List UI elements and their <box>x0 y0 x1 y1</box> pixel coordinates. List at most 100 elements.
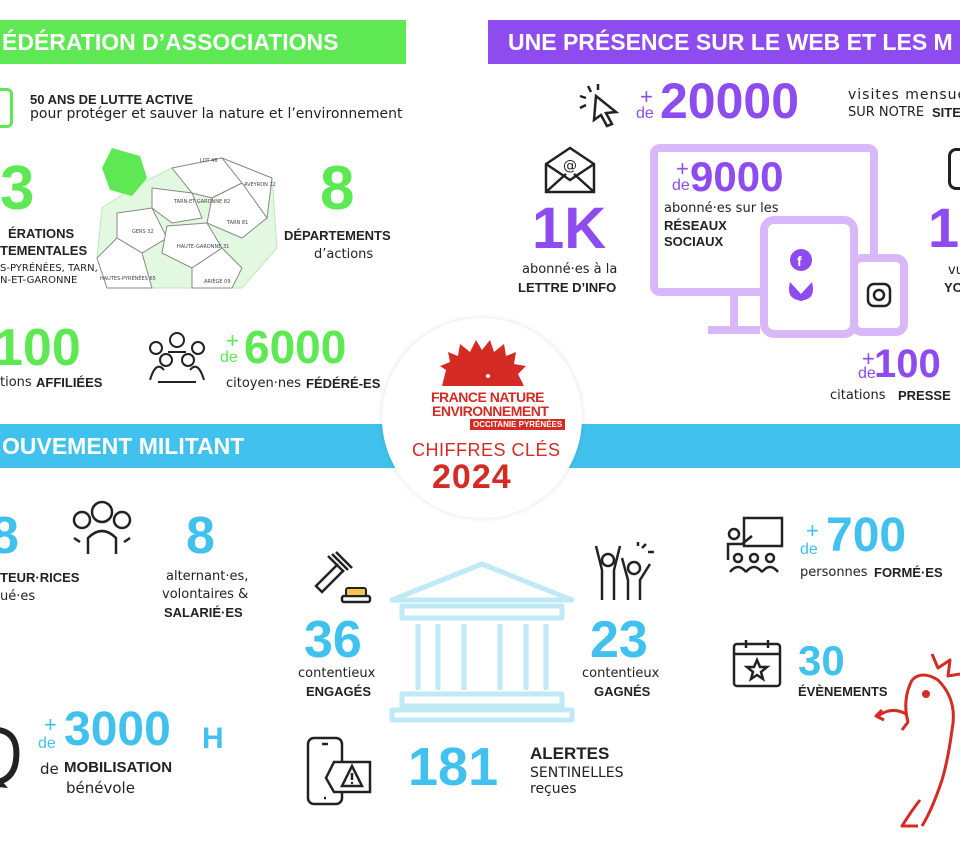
volunteer-unit: H <box>202 722 224 755</box>
visits-label-1: visites mensue <box>848 87 960 103</box>
hedgehog-logo-icon <box>440 340 526 386</box>
visits-label-3: SITE <box>932 105 960 120</box>
citizens-de: de <box>220 349 238 366</box>
alternants-label-3: SALARIÉ·ES <box>164 605 243 620</box>
alerts-label-1: ALERTES <box>530 744 610 763</box>
alternants-number: 8 <box>186 507 215 565</box>
map-label-lot: LOT 46 <box>200 158 218 164</box>
departments-label-1: DÉPARTEMENTS <box>284 228 391 243</box>
press-label-2: PRESSE <box>898 388 951 403</box>
celebration-icon <box>594 542 654 600</box>
disputes-won-label-2: GAGNÉS <box>594 684 651 699</box>
map-label-haute-garonne: HAUTE-GARONNE 31 <box>177 244 229 250</box>
occitanie-map: LOT 46 AVEYRON 12 TARN-ET-GARONNE 82 TAR… <box>96 148 278 289</box>
disputes-engaged-number: 36 <box>304 611 362 669</box>
logo-line-2: ENVIRONNEMENT <box>432 403 549 419</box>
training-icon <box>726 516 784 573</box>
devices-illustration: f <box>650 144 908 338</box>
years-text: pour protéger et sauver la nature et l’e… <box>30 106 403 122</box>
map-france-icon <box>102 148 147 196</box>
youtube-icon <box>948 148 960 190</box>
federations-label-4: N-ET-GARONNE <box>0 275 78 286</box>
citizens-number: 6000 <box>244 321 347 373</box>
banner-web-title: UNE PRÉSENCE SUR LE WEB ET LES M <box>508 29 953 55</box>
events-number: 30 <box>798 637 845 684</box>
bluesky-icon <box>789 282 813 301</box>
map-label-ariege: ARIÈGE 09 <box>204 277 231 285</box>
events-label: ÉVÈNEMENTS <box>798 684 888 699</box>
visits-number: 20000 <box>660 73 800 129</box>
federations-number: 3 <box>0 154 35 223</box>
visits-de: de <box>636 105 654 122</box>
citizens-label-2: FÉDÉRÉ-ES <box>306 376 381 391</box>
press-label-1: citations <box>830 388 886 403</box>
social-label-2: RÉSEAUX <box>664 218 727 233</box>
volunteer-de: de <box>38 735 56 752</box>
alerts-label-2: SENTINELLES <box>530 765 624 781</box>
citizens-plus: + <box>226 328 239 353</box>
svg-text:f: f <box>797 253 802 269</box>
years-bar-icon <box>0 88 13 128</box>
key-figures-label: CHIFFRES CLÉS <box>412 440 561 460</box>
social-number: 9000 <box>690 153 784 200</box>
cursor-click-icon <box>579 84 620 128</box>
map-label-hautes-pyrenees: HAUTES-PYRÉNÉES 65 <box>100 274 156 282</box>
disputes-won-number: 23 <box>590 611 648 669</box>
federations-label-3: S-PYRÉNÉES, TARN, <box>0 263 98 274</box>
disputes-engaged-label-1: contentieux <box>298 666 376 681</box>
banner-federation <box>0 20 406 64</box>
map-label-aveyron: AVEYRON 12 <box>244 182 276 188</box>
alerts-number: 181 <box>408 737 499 797</box>
youtube-label-2: YO <box>944 280 960 295</box>
disputes-won-label-1: contentieux <box>582 666 660 681</box>
logo-line-1: FRANCE NATURE <box>431 389 545 405</box>
citizens-group-icon <box>149 332 205 383</box>
map-label-tarn: TARN 81 <box>226 220 248 226</box>
years-title: 50 ANS DE LUTTE ACTIVE <box>30 92 194 107</box>
associations-number: 100 <box>0 319 81 377</box>
staff-number: 8 <box>0 507 19 565</box>
press-number: 100 <box>874 342 941 386</box>
volunteer-label-2: MOBILISATION <box>64 759 173 776</box>
newsletter-label-1: abonné·es à la <box>522 262 618 277</box>
clock-arrow-icon <box>0 727 20 788</box>
social-plus: + <box>676 156 689 181</box>
press-plus: + <box>862 346 875 371</box>
volunteer-label-1: de <box>40 760 59 778</box>
newsletter-label-2: LETTRE D’INFO <box>518 280 617 295</box>
press-de: de <box>858 365 876 382</box>
courthouse-icon <box>389 561 575 723</box>
disputes-engaged-label-2: ENGAGÉS <box>306 684 372 699</box>
visits-label-2: SUR NOTRE <box>848 105 925 120</box>
departments-label-2: d’actions <box>314 247 374 262</box>
logo-tag: OCCITANIE PYRÉNÉES <box>470 419 566 430</box>
associations-label-1: tions <box>0 375 32 390</box>
social-label-1: abonné·es sur les <box>664 201 779 216</box>
email-icon: @ <box>544 146 596 194</box>
map-label-gers: GERS 32 <box>132 229 154 235</box>
hedgehog-mascot-icon <box>874 653 960 828</box>
instagram-icon <box>866 282 892 308</box>
trained-number: 700 <box>826 509 907 562</box>
youtube-number: 1 <box>928 196 960 259</box>
visits-plus: + <box>640 84 653 109</box>
trained-label-1: personnes <box>800 565 868 580</box>
departments-number: 8 <box>320 154 355 223</box>
federations-label-1: ÉRATIONS <box>8 226 75 241</box>
associations-label-2: AFFILIÉES <box>36 375 103 390</box>
alternants-label-1: alternant·es, <box>166 569 249 584</box>
map-label-tarn-et-garonne: TARN-ET-GARONNE 82 <box>173 199 230 205</box>
citizens-label-1: citoyen·nes <box>226 376 301 391</box>
banner-web <box>488 20 960 64</box>
svg-text:@: @ <box>563 158 577 174</box>
alerts-label-3: reçues <box>530 781 577 797</box>
volunteer-label-3: bénévole <box>66 779 135 797</box>
social-de: de <box>672 177 690 194</box>
year-label: 2024 <box>432 458 512 496</box>
volunteer-plus: + <box>44 712 57 737</box>
staff-label-1: TEUR·RICES <box>0 570 80 585</box>
alternants-label-2: volontaires & <box>162 587 249 602</box>
youtube-label-1: vu <box>948 263 960 278</box>
federations-label-2: TEMENTALES <box>0 243 88 258</box>
social-label-3: SOCIAUX <box>664 234 724 249</box>
